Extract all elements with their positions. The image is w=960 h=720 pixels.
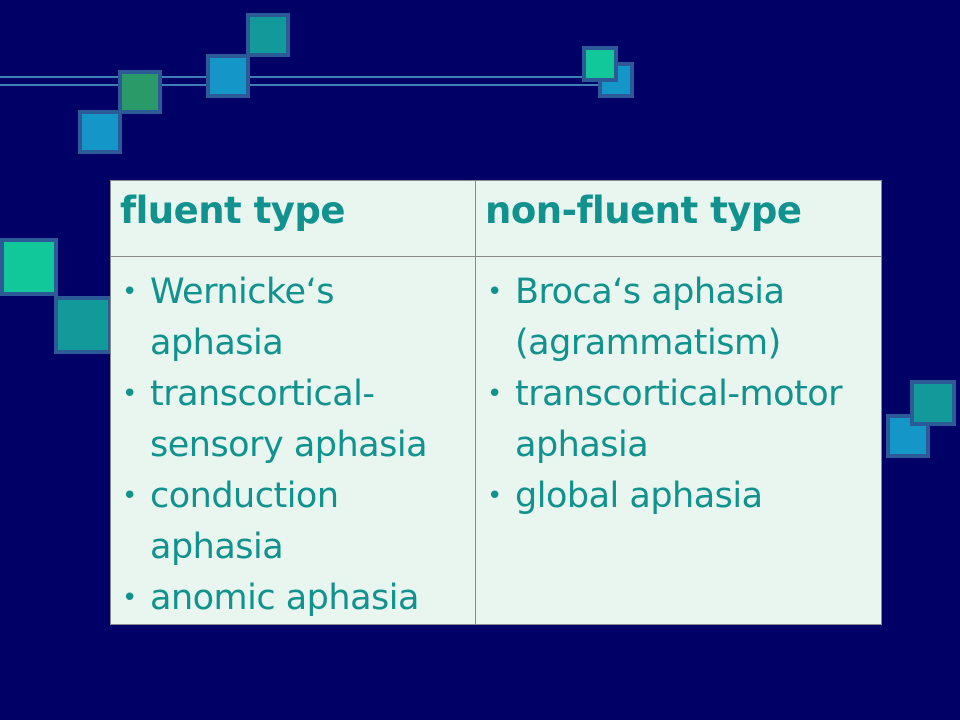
decorative-square (246, 13, 290, 57)
list-item: •global aphasia (482, 471, 881, 522)
non-fluent-type-list: •Broca‘s aphasia(agrammatism) •transcort… (482, 267, 881, 522)
decorative-line (0, 76, 600, 78)
decorative-square (582, 46, 618, 82)
table-header-row: fluent type non-fluent type (110, 180, 882, 257)
decorative-line (0, 84, 600, 86)
bullet-icon: • (122, 583, 137, 613)
decorative-square (78, 110, 122, 154)
decorative-square (54, 296, 112, 354)
decorative-square (206, 54, 250, 98)
bullet-icon: • (122, 277, 137, 307)
decorative-square (0, 238, 58, 296)
list-item: •transcortical-sensory aphasia (117, 369, 475, 471)
bullet-icon: • (487, 277, 502, 307)
non-fluent-type-cell: •Broca‘s aphasia(agrammatism) •transcort… (475, 256, 882, 625)
list-item: •anomic aphasia (117, 573, 475, 624)
header-non-fluent-type: non-fluent type (475, 180, 882, 257)
header-fluent-type: fluent type (110, 180, 476, 257)
bullet-icon: • (487, 379, 502, 409)
list-item: •Broca‘s aphasia(agrammatism) (482, 267, 881, 369)
decorative-square (910, 380, 956, 426)
bullet-icon: • (122, 379, 137, 409)
bullet-icon: • (122, 481, 137, 511)
bullet-icon: • (487, 481, 502, 511)
decorative-square (118, 70, 162, 114)
